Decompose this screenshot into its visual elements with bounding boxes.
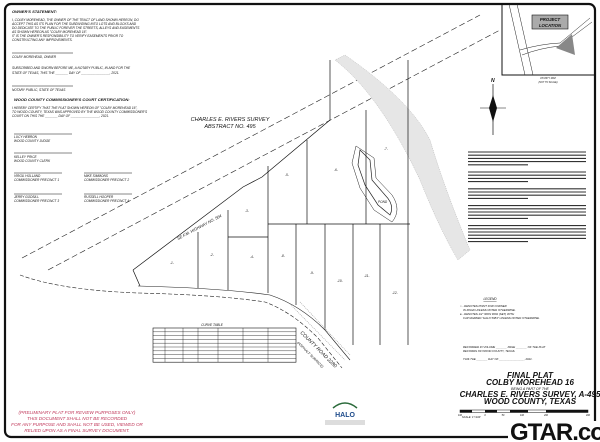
- owner-line: AS SHOWN HEREON AS "COLBY MOREHEAD 16".: [11, 30, 88, 34]
- scale-tick: 50: [502, 414, 505, 417]
- title-line: BEING A PART OF THE: [511, 387, 549, 391]
- legend-item: CAP MARKED "HALO 5984" UNLESS NOTED OTHE…: [463, 316, 540, 320]
- signer-name: MIKE SIMMONS: [84, 174, 109, 178]
- notary-signature: NOTARY PUBLIC, STATE OF TEXAS: [12, 88, 66, 92]
- highway: [21, 14, 501, 271]
- lot-label: -5-: [285, 173, 289, 177]
- north-label: N: [491, 78, 495, 84]
- owner-heading: OWNER'S STATEMENT:: [12, 9, 58, 14]
- signer-title: WOOD COUNTY JUDGE: [14, 139, 51, 143]
- abstract-label: ABSTRACT NO. 495: [203, 124, 256, 130]
- lot-label: -11-: [364, 274, 369, 278]
- halo-logo: HALO: [325, 402, 365, 425]
- scale-tick: 200: [543, 414, 549, 417]
- flood-zone: [334, 54, 471, 261]
- legend: LEGEND ○ - DENOTES POINT FOR CORNER IN R…: [460, 297, 540, 320]
- title-block: RECORDED IN VOLUME _______ PAGE _______ …: [458, 345, 600, 419]
- lot-boundaries: [132, 60, 410, 345]
- lot-label: -9-: [310, 271, 314, 275]
- signer-name: RUSSELL HOOPER: [84, 195, 114, 199]
- notary-line: STATE OF TEXAS, THIS THE _______ DAY OF …: [12, 71, 119, 75]
- pond-label: POND: [378, 200, 388, 204]
- recording-line: RECORDED IN VOLUME _______ PAGE _______ …: [463, 345, 546, 349]
- vicinity-caption: VICINITY MAP: [540, 77, 556, 80]
- scale-bar-segment: [546, 410, 588, 413]
- recording-line: THIS THE _______ DAY OF ________________…: [463, 357, 533, 361]
- scale-label: SCALE: 1"=100': [462, 415, 481, 419]
- county-road: [19, 274, 351, 369]
- signer-title: COMMISSIONER PRECINCT 4: [84, 199, 129, 203]
- owner-line: I, COLBY MOREHEAD, THE OWNER OF THE TRAC…: [12, 18, 139, 22]
- owner-statement: OWNER'S STATEMENT: I, COLBY MOREHEAD, TH…: [11, 9, 140, 92]
- lot-label: -7-: [384, 147, 388, 151]
- signer-title: COMMISSIONER PRECINCT 1: [14, 178, 59, 182]
- scale-bar-segment: [485, 410, 497, 413]
- court-line: TO WOOD COUNTY, TEXAS WAS APPROVED BY TH…: [12, 110, 148, 114]
- disclaimer-line: FOR ANY PURPOSE AND SHALL NOT BE USED, V…: [11, 422, 143, 427]
- owner-line: DO DEDICATE TO THE PUBLIC FOREVER THE ST…: [12, 26, 140, 30]
- disclaimer-line: RELIED UPON AS A FINAL SURVEY DOCUMENT.: [24, 428, 130, 433]
- owner-line: IT IS THE OWNER'S RESPONSIBILITY TO VERI…: [12, 34, 124, 38]
- lot-label: -12-: [392, 291, 398, 295]
- vicinity-map: PROJECT LOCATION VICINITY MAP (NOT TO SC…: [501, 3, 595, 84]
- lot-label: -2-: [210, 253, 214, 257]
- scale-bar-segment: [460, 410, 472, 413]
- court-heading: WOOD COUNTY COMMISSIONER'S COURT CERTIFI…: [14, 97, 130, 102]
- scale-bar-segment: [510, 410, 528, 413]
- survey-notes: [468, 151, 586, 243]
- disclaimer-line: THIS DOCUMENT SHALL NOT BE RECORDED: [27, 416, 128, 421]
- signer-name: LUCY HEBRON: [14, 135, 38, 139]
- legend-item: ○ - DENOTES POINT FOR CORNER: [460, 304, 507, 308]
- signer-name: VIRGIL HOLLAND: [14, 174, 41, 178]
- lot-labels: -1- -2- -3- -4- -5- -6- -7- -8- -9- -10-…: [170, 147, 398, 295]
- firm-logo-text: HALO: [335, 412, 355, 419]
- lot-label: -3-: [245, 209, 249, 213]
- lot-label: -6-: [334, 168, 338, 172]
- watermark-text: GTAR.com: [510, 419, 600, 442]
- lot-label: -1-: [170, 261, 174, 265]
- sheet-border: [3, 2, 597, 439]
- court-line: I HEREBY CERTIFY THAT THE PLAT SHOWN HER…: [12, 106, 138, 110]
- subdivision-name: COLBY MOREHEAD 16: [486, 378, 574, 387]
- scale-tick: 100: [520, 414, 525, 417]
- owner-signature: COLBY MOREHEAD, OWNER: [12, 55, 57, 59]
- owner-line: ACCEPT THIS AS ITS PLAN FOR THE SUBDIVID…: [11, 22, 137, 26]
- project-label: PROJECT: [540, 17, 561, 22]
- signer-name: JERRY GODSILL: [14, 195, 39, 199]
- signer-name: KELLEY PRICE: [14, 155, 37, 159]
- court-certification: WOOD COUNTY COMMISSIONER'S COURT CERTIFI…: [12, 97, 148, 203]
- scale-tick: 100: [458, 414, 463, 417]
- notary-line: SUBSCRIBED AND SWORN BEFORE ME, A NOTARY…: [12, 66, 131, 70]
- signer-title: WOOD COUNTY CLERK: [14, 159, 51, 163]
- disclaimer-line: (PRELIMINARY PLAT FOR REVIEW PURPOSES ON…: [19, 410, 136, 415]
- lot-label: -4-: [250, 255, 254, 259]
- county-name: WOOD COUNTY, TEXAS: [484, 397, 577, 406]
- preliminary-disclaimer: (PRELIMINARY PLAT FOR REVIEW PURPOSES ON…: [11, 410, 143, 433]
- recording-line: RECORDS OF WOOD COUNTY, TEXAS.: [463, 349, 515, 353]
- scale-tick: 400: [586, 414, 591, 417]
- pond: [357, 149, 392, 216]
- vicinity-caption: (NOT TO SCALE): [538, 81, 557, 84]
- court-line: COURT ON THIS THE _______ DAY OF _______…: [12, 114, 109, 118]
- curve-table-frame: [152, 327, 297, 363]
- curve-table-title: CURVE TABLE: [201, 323, 224, 327]
- signer-title: COMMISSIONER PRECINCT 3: [14, 199, 59, 203]
- legend-item: IN ROAD UNLESS NOTED OTHERWISE.: [463, 308, 516, 312]
- legend-item: ● - DENOTES 1/2" IRON ROD (SET) WITH: [460, 312, 515, 316]
- curve-table: CURVE TABLE: [152, 323, 297, 363]
- scale-bar: 100 0 50 100 200 400: [458, 409, 591, 417]
- north-arrow-icon: N: [480, 78, 506, 135]
- survey-name: CHARLES E. RIVERS SURVEY, A-495: [460, 390, 600, 399]
- legend-heading: LEGEND: [483, 297, 497, 301]
- project-label: LOCATION: [539, 23, 562, 28]
- owner-line: CONSTRUCTING ANY IMPROVEMENTS.: [12, 38, 73, 42]
- lot-label: -8-: [281, 254, 285, 258]
- scale-tick: 0: [484, 414, 486, 417]
- survey-label: CHARLES E. RIVERS SURVEY: [191, 117, 270, 123]
- plat-title: FINAL PLAT: [507, 371, 554, 380]
- signer-title: COMMISSIONER PRECINCT 2: [84, 178, 129, 182]
- gtar-watermark: GTAR.com: [508, 419, 600, 442]
- lot-label: -10-: [337, 279, 343, 283]
